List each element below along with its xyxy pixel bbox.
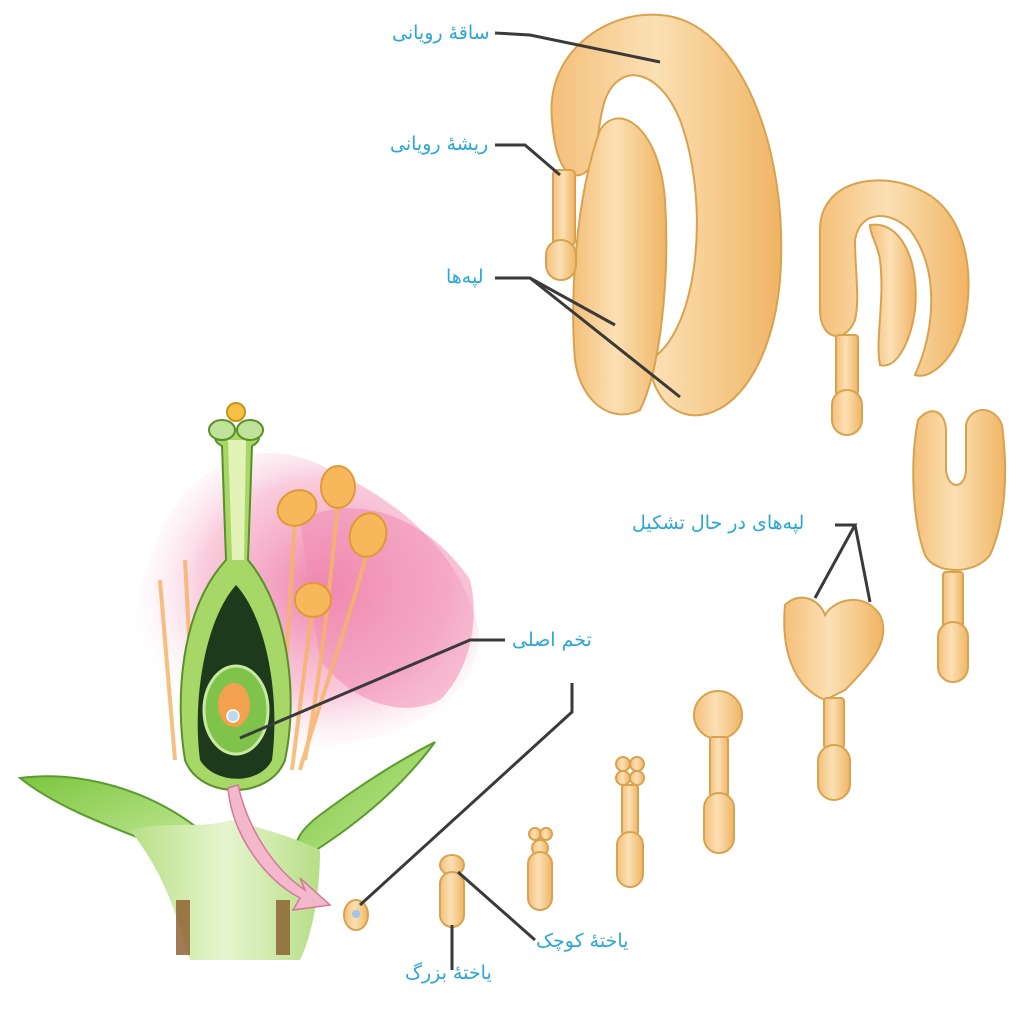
- stage-globular: [693, 690, 743, 854]
- embryo-sac: [218, 683, 250, 727]
- stage-mature-embryo: [545, 13, 783, 417]
- right-leaf: [295, 741, 436, 862]
- zygote-in-ovule: [226, 709, 240, 723]
- stigma: [226, 402, 246, 422]
- stage-bent-cotyledon: [819, 179, 970, 436]
- embryo-stages: [343, 13, 1007, 931]
- label-small-cell: یاختهٔ کوچک: [536, 930, 629, 952]
- stage-proembryo-suspensor: [615, 756, 645, 888]
- label-cotyledons: لپه‌ها: [446, 266, 484, 288]
- stage-two-cell: [439, 854, 465, 928]
- receptacle: [130, 820, 320, 960]
- development-arrow: [227, 784, 332, 911]
- label-large-cell: یاختهٔ بزرگ: [405, 962, 492, 984]
- label-hypocotyl: ساقهٔ رویانی: [392, 22, 490, 44]
- label-zygote: تخم اصلی: [512, 629, 592, 651]
- label-radicle: ریشهٔ رویانی: [390, 133, 489, 155]
- stage-torpedo: [912, 409, 1007, 683]
- stage-heart: [783, 596, 885, 801]
- anthers: [276, 465, 388, 618]
- flower-cross-section: [17, 402, 481, 960]
- stage-early-proembryo: [527, 827, 553, 911]
- label-forming-cotyledons: لپه‌های در حال تشکیل: [632, 512, 805, 534]
- leader-lines: [239, 31, 872, 970]
